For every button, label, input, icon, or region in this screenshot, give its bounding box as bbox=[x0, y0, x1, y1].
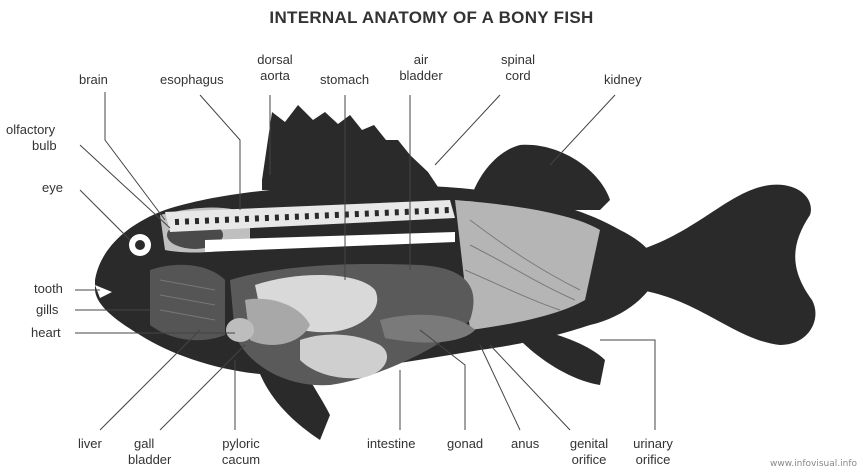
label-gall-bladder-line1: gall bbox=[128, 436, 171, 452]
label-dorsal-aorta-line1: dorsal bbox=[247, 52, 303, 68]
heart-shape bbox=[226, 318, 254, 342]
anal-fin bbox=[520, 330, 605, 385]
label-urinary-orifice-line2: orifice bbox=[625, 452, 681, 468]
gills-region bbox=[150, 265, 225, 340]
label-urinary-orifice-line1: urinary bbox=[625, 436, 681, 452]
label-genital-orifice-line2: orifice bbox=[561, 452, 617, 468]
label-dorsal-aorta: dorsal aorta bbox=[247, 52, 303, 84]
label-gall-bladder-line2: bladder bbox=[128, 452, 171, 468]
label-olfactory-bulb-line1: olfactory bbox=[6, 122, 57, 138]
label-kidney: kidney bbox=[604, 72, 642, 88]
eye-pupil bbox=[135, 240, 145, 250]
label-heart: heart bbox=[31, 325, 61, 341]
label-pyloric-cacum-line1: pyloric bbox=[212, 436, 270, 452]
label-intestine: intestine bbox=[367, 436, 415, 452]
caudal-fin bbox=[640, 185, 815, 345]
label-spinal-cord-line2: cord bbox=[490, 68, 546, 84]
label-gills: gills bbox=[36, 302, 58, 318]
label-gall-bladder: gall bladder bbox=[128, 436, 171, 468]
label-pyloric-cacum: pyloric cacum bbox=[212, 436, 270, 468]
label-tooth: tooth bbox=[34, 281, 63, 297]
label-anus: anus bbox=[511, 436, 539, 452]
label-esophagus: esophagus bbox=[160, 72, 224, 88]
watermark: www.infovisual.info bbox=[770, 459, 857, 469]
label-brain: brain bbox=[79, 72, 108, 88]
label-gonad: gonad bbox=[447, 436, 483, 452]
label-olfactory-bulb: olfactory bulb bbox=[6, 122, 57, 154]
label-air-bladder: air bladder bbox=[388, 52, 454, 84]
label-liver: liver bbox=[78, 436, 102, 452]
label-stomach: stomach bbox=[320, 72, 369, 88]
label-olfactory-bulb-line2: bulb bbox=[6, 138, 57, 154]
label-air-bladder-line1: air bbox=[388, 52, 454, 68]
label-eye: eye bbox=[42, 180, 63, 196]
dorsal-fin-spiny bbox=[262, 105, 440, 190]
label-urinary-orifice: urinary orifice bbox=[625, 436, 681, 468]
label-genital-orifice-line1: genital bbox=[561, 436, 617, 452]
label-air-bladder-line2: bladder bbox=[388, 68, 454, 84]
label-spinal-cord-line1: spinal bbox=[490, 52, 546, 68]
label-pyloric-cacum-line2: cacum bbox=[212, 452, 270, 468]
label-genital-orifice: genital orifice bbox=[561, 436, 617, 468]
label-spinal-cord: spinal cord bbox=[490, 52, 546, 84]
label-dorsal-aorta-line2: aorta bbox=[247, 68, 303, 84]
